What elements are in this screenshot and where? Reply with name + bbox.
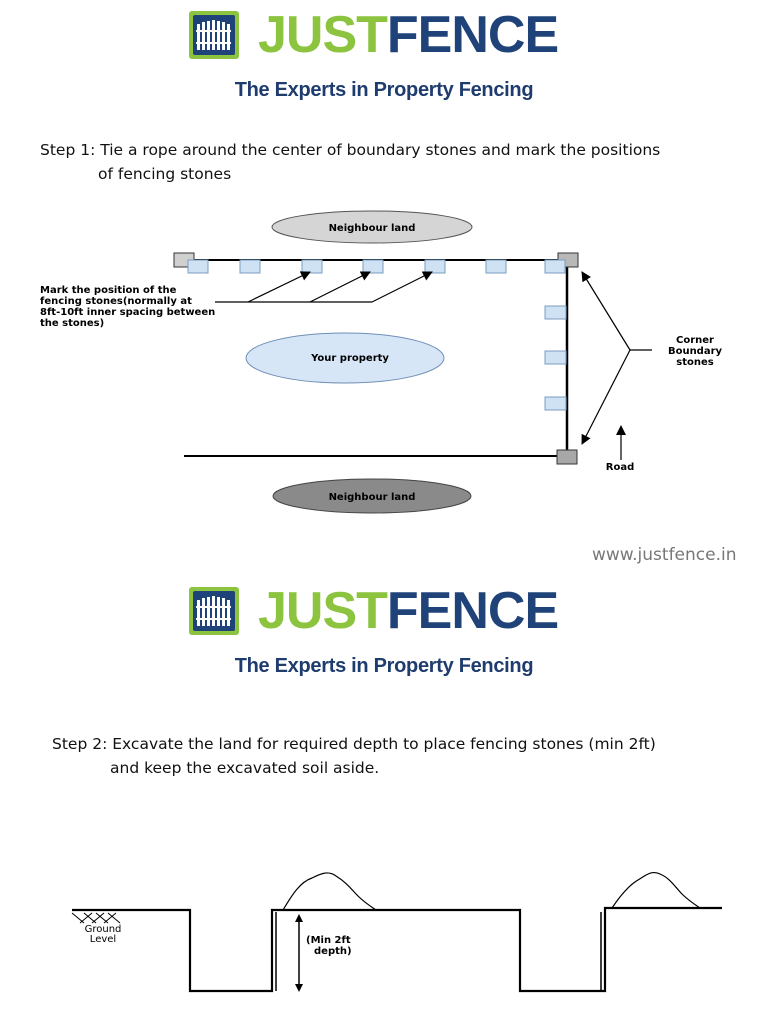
step2-text: Step 2: Excavate the land for required d… <box>52 732 656 780</box>
step1-text: Step 1: Tie a rope around the center of … <box>40 138 660 186</box>
neighbour-land-top-label: Neighbour land <box>329 223 416 234</box>
fencing-stone <box>544 350 567 365</box>
fencing-stone <box>424 259 446 274</box>
brand-name-fence: FENCE <box>386 582 559 640</box>
corner-stone-bottom-right <box>556 449 578 465</box>
step1-line2: of fencing stones <box>98 165 232 183</box>
fencing-stone <box>544 396 567 411</box>
fencing-stone <box>544 259 566 274</box>
mark-arrow-3 <box>371 271 433 303</box>
corner-label-line3: stones <box>676 357 714 368</box>
tagline-top: The Experts in Property Fencing <box>234 79 534 101</box>
fence-logo-icon <box>189 11 239 59</box>
corner-arrow-top <box>581 271 631 351</box>
step2-line2: and keep the excavated soil aside. <box>110 759 380 777</box>
fencing-stone <box>362 259 384 274</box>
step1-line1: Step 1: Tie a rope around the center of … <box>40 141 661 159</box>
fencing-stone <box>239 259 261 274</box>
website-url: www.justfence.in <box>592 545 737 565</box>
soil-heap-1 <box>282 872 377 911</box>
fencing-stones-right <box>544 305 567 411</box>
mark-arrow-2 <box>309 271 371 303</box>
logo-bottom: JUSTFENCE <box>188 582 578 640</box>
brand-name-just: JUST <box>258 582 388 640</box>
depth-label-line2: depth) <box>314 946 352 957</box>
tagline-bottom: The Experts in Property Fencing <box>234 655 534 677</box>
fencing-stone <box>187 259 209 274</box>
step2-line1: Step 2: Excavate the land for required d… <box>52 735 656 753</box>
corner-arrow-bottom <box>581 349 631 445</box>
mark-note-line2: fencing stones(normally at <box>40 296 192 307</box>
excavation-diagram: Ground Level (Min 2ft depth) <box>71 871 722 993</box>
ground-level-hatch-icon <box>71 912 121 924</box>
logo-top: JUSTFENCE <box>188 6 578 64</box>
fencing-stone <box>301 259 323 274</box>
boundary-diagram: Neighbour land Mark the position of the … <box>40 210 723 514</box>
fencing-stone <box>485 259 507 274</box>
ground-level-label-line1: Ground <box>85 924 122 935</box>
mark-note-line1: Mark the position of the <box>40 285 177 296</box>
brand-name: JUSTFENCE <box>258 6 559 64</box>
your-property-label: Your property <box>310 353 389 364</box>
corner-label-line1: Corner <box>676 335 714 346</box>
neighbour-land-top <box>271 210 473 244</box>
brand-name: JUSTFENCE <box>258 582 559 640</box>
mark-arrow-1 <box>247 271 311 303</box>
road-label: Road <box>606 462 634 473</box>
ground-level-label-line2: Level <box>90 934 116 945</box>
depth-label-line1: (Min 2ft <box>306 935 351 946</box>
mark-note-line4: the stones) <box>40 318 104 329</box>
fence-logo-icon <box>189 587 239 635</box>
mark-note-line3: 8ft-10ft inner spacing between <box>40 307 215 318</box>
neighbour-land-bottom <box>272 478 472 514</box>
fencing-stone <box>544 305 567 320</box>
soil-heap-2 <box>611 871 701 909</box>
fencing-stones-top <box>187 259 566 274</box>
corner-label-line2: Boundary <box>668 346 723 357</box>
brand-name-fence: FENCE <box>386 6 559 64</box>
neighbour-land-bottom-label: Neighbour land <box>329 492 416 503</box>
ground-profile <box>72 906 722 993</box>
brand-name-just: JUST <box>258 6 388 64</box>
your-property <box>245 332 445 384</box>
